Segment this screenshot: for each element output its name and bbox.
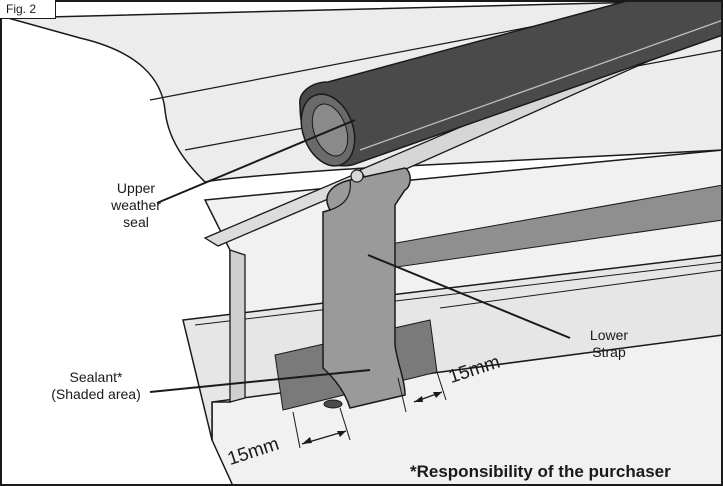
lower-strap	[322, 167, 411, 409]
dimension-extension-line	[292, 411, 301, 449]
arrowhead	[302, 437, 312, 444]
left-wall	[229, 249, 246, 403]
lower-strap-label: Lower Strap	[574, 327, 644, 361]
strap-bottom-curl	[323, 399, 343, 409]
arrowhead	[414, 396, 423, 402]
arrowhead	[433, 392, 442, 398]
upper-seal-label-line: Upper	[116, 180, 156, 196]
lower-strap-label-line: Lower	[589, 327, 629, 343]
dimension-extension-line	[339, 407, 351, 441]
channel-inner-line	[439, 269, 723, 309]
strap-fold-line	[329, 179, 351, 211]
lower-strap-label-line: Strap	[592, 344, 626, 360]
dimension-extension-line	[436, 371, 447, 401]
upper-seal-label: Upper weather seal	[100, 180, 172, 231]
dimension-extension-line	[397, 377, 407, 413]
seal-clip	[350, 169, 364, 183]
upper-seal-leader	[156, 119, 356, 204]
upper-seal-label-line: seal	[123, 214, 149, 230]
sealant-label-line: (Shaded area)	[51, 386, 141, 402]
flange-edge-line	[194, 261, 723, 326]
seal-highlight-line	[359, 19, 723, 151]
lower-strap-leader	[367, 254, 571, 339]
footnote: *Responsibility of the purchaser	[410, 462, 671, 481]
sealant-label-line: Sealant*	[69, 369, 123, 385]
figure-label: Fig. 2	[0, 0, 56, 19]
upper-seal-label-line: weather	[111, 197, 161, 213]
sealant-label: Sealant* (Shaded area)	[40, 369, 152, 403]
base-flange	[182, 254, 723, 441]
arrowhead	[337, 431, 346, 437]
sealant-leader	[149, 369, 371, 393]
